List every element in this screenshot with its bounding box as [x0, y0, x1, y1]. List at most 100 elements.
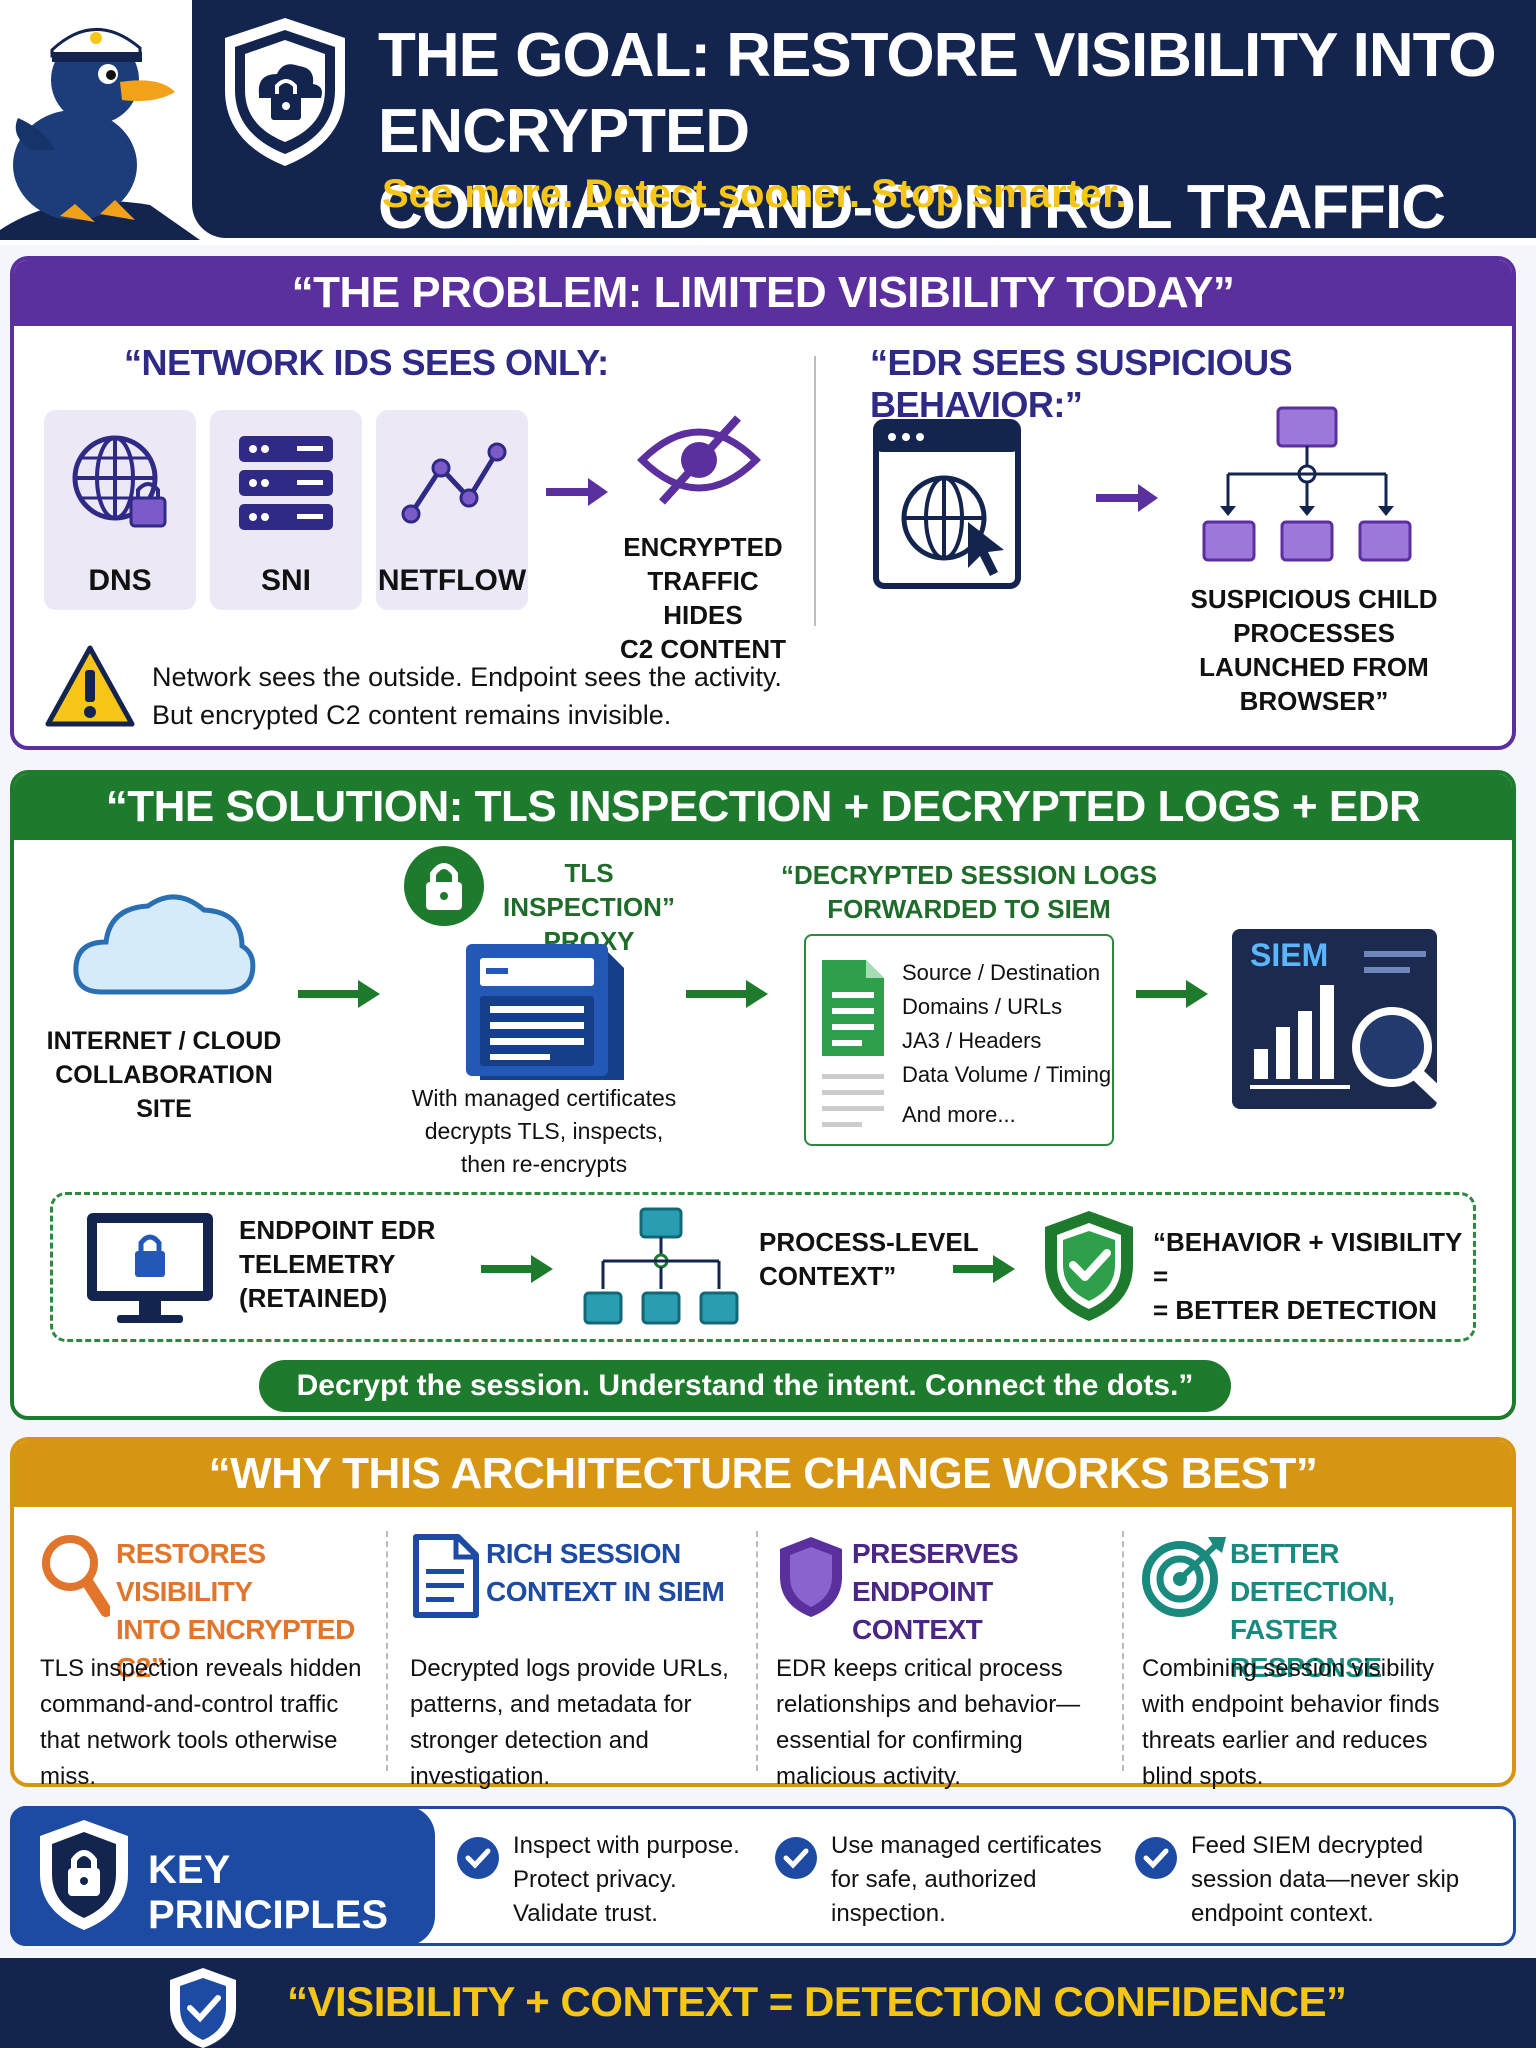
arrow-right-icon: [1136, 980, 1208, 1008]
why-body: Decrypted logs provide URLs, patterns, a…: [410, 1651, 745, 1795]
header: THE GOAL: RESTORE VISIBILITY INTO ENCRYP…: [0, 0, 1536, 245]
tile-label: DNS: [88, 564, 152, 597]
duck-mascot-icon: [0, 28, 200, 240]
body-line: investigation.: [410, 1763, 551, 1790]
body-line: that network tools otherwise: [40, 1727, 338, 1754]
caption-line: ENCRYPTED: [623, 532, 783, 562]
title-line-2: COMMAND-AND-CONTROL TRAFFIC: [378, 173, 1446, 242]
title-line: PRESERVES: [852, 1538, 1019, 1569]
caption-line: PROCESS-LEVEL: [759, 1227, 979, 1257]
globe-lock-icon: [72, 435, 167, 528]
shield-cloud-lock-icon: [225, 18, 345, 166]
title-line-1: THE GOAL: RESTORE VISIBILITY INTO ENCRYP…: [378, 21, 1497, 166]
body-line: Decrypted logs provide URLs,: [410, 1655, 729, 1682]
problem-section: “THE PROBLEM: LIMITED VISIBILITY TODAY” …: [10, 256, 1516, 750]
principle-line: Inspect with purpose.: [513, 1832, 740, 1859]
body-line: blind spots.: [1142, 1763, 1264, 1790]
caption-line: FORWARDED TO SIEM: [827, 894, 1111, 924]
key-principles-tab: KEY PRINCIPLES: [10, 1806, 435, 1946]
caption-line: TELEMETRY: [239, 1249, 396, 1279]
caption-line: TRAFFIC HIDES: [647, 566, 759, 630]
log-field: Data Volume / Timing: [902, 1062, 1112, 1087]
body-line: command-and-control traffic: [40, 1691, 339, 1718]
log-field: Source / Destination: [902, 960, 1101, 985]
page-subtitle: See more. Detect sooner. Stop smarter.: [382, 172, 1127, 216]
process-caption: PROCESS-LEVEL CONTEXT”: [759, 1225, 979, 1293]
description-line: then re-encrypts: [460, 1151, 628, 1177]
proxy-appliance-icon: [466, 944, 624, 1080]
warning-icon: [45, 645, 135, 727]
caption-line: SUSPICIOUS CHILD PROCESSES: [1190, 584, 1438, 648]
body-line: threats earlier and reduces: [1142, 1727, 1428, 1754]
page-title: THE GOAL: RESTORE VISIBILITY INTO ENCRYP…: [378, 18, 1518, 246]
body-line: essential for confirming: [776, 1727, 1023, 1754]
why-col-faster-response: BETTER DETECTION, FASTER RESPONSE Combin…: [1126, 1521, 1476, 1790]
why-title: PRESERVES ENDPOINT CONTEXT: [852, 1535, 1110, 1649]
caption-line: “DECRYPTED SESSION LOGS: [780, 860, 1158, 890]
document-icon: [822, 960, 884, 1127]
caption-line: TLS INSPECTION”: [503, 858, 675, 922]
siem-panel: SIEM: [1232, 929, 1467, 1119]
why-title: RICH SESSION CONTEXT IN SIEM: [486, 1535, 725, 1611]
problem-note: Network sees the outside. Endpoint sees …: [152, 658, 782, 734]
caption-line: CONTEXT”: [759, 1261, 897, 1291]
why-body: EDR keeps critical process relationships…: [776, 1651, 1111, 1795]
browser-globe-cursor-icon: [873, 419, 1021, 589]
body-line: with endpoint behavior finds: [1142, 1691, 1440, 1718]
column-divider: [386, 1531, 388, 1771]
shield-icon: [780, 1537, 842, 1617]
arrow-right-icon: [686, 980, 768, 1008]
caption-line: INTERNET / CLOUD: [46, 1027, 282, 1055]
column-divider: [756, 1531, 758, 1771]
arrow-right-icon: [546, 478, 608, 506]
document-icon: [413, 1534, 479, 1618]
description-line: With managed certificates: [411, 1085, 677, 1111]
arrow-right-icon: [1096, 484, 1158, 512]
arrow-right-icon: [953, 1255, 1015, 1283]
body-line: EDR keeps critical process: [776, 1655, 1063, 1682]
logs-caption: “DECRYPTED SESSION LOGS FORWARDED TO SIE…: [774, 858, 1164, 926]
process-tree-icon: [1202, 406, 1412, 562]
title-line: INTO ENCRYPTED C2”: [116, 1614, 355, 1683]
principle-line: Validate trust.: [513, 1900, 658, 1927]
check-circle-icon: [1135, 1837, 1177, 1879]
why-body: Combining session visibility with endpoi…: [1142, 1651, 1477, 1795]
network-graph-icon: [401, 442, 507, 524]
title-line: CONTEXT IN SIEM: [486, 1576, 725, 1607]
tile-label: SNI: [260, 564, 311, 597]
header-banner: [192, 0, 1536, 238]
principle-line: endpoint context.: [1191, 1900, 1374, 1927]
body-line: malicious activity.: [776, 1763, 961, 1790]
principle-line: Protect privacy.: [513, 1866, 677, 1893]
check-circle-icon: [457, 1837, 499, 1879]
title-line: RESTORES VISIBILITY: [116, 1538, 266, 1607]
title-line: ENDPOINT CONTEXT: [852, 1576, 993, 1645]
body-line: TLS inspection reveals hidden: [40, 1655, 362, 1682]
principle-line: inspection.: [831, 1900, 946, 1927]
monitor-lock-icon: [87, 1213, 213, 1323]
body-line: patterns, and metadata for: [410, 1691, 692, 1718]
target-icon: [1142, 1537, 1226, 1617]
decrypted-logs-box: Source / Destination Domains / URLs JA3 …: [804, 934, 1114, 1146]
edr-heading: “EDR SEES SUSPICIOUS BEHAVIOR:”: [870, 342, 1293, 425]
principle-line: session data—never skip: [1191, 1866, 1460, 1893]
body-line: miss.: [40, 1763, 96, 1790]
principle-text: Feed SIEM decrypted session data—never s…: [1191, 1829, 1471, 1931]
log-fields-list: Source / Destination Domains / URLs JA3 …: [902, 956, 1111, 1132]
eye-slash-icon: [637, 415, 761, 505]
solution-section: “THE SOLUTION: TLS INSPECTION + DECRYPTE…: [10, 770, 1516, 1420]
column-divider: [1122, 1531, 1124, 1771]
encrypted-caption: ENCRYPTED TRAFFIC HIDES C2 CONTENT: [608, 530, 798, 666]
note-line: Network sees the outside. Endpoint sees …: [152, 662, 782, 692]
siem-analytics-icon: [1250, 951, 1467, 1119]
shield-check-icon: [170, 1968, 236, 2048]
body-line: relationships and behavior—: [776, 1691, 1081, 1718]
solution-slogan: Decrypt the session. Understand the inte…: [259, 1360, 1231, 1412]
title-line: FASTER RESPONSE: [1230, 1614, 1382, 1683]
magnifier-icon: [42, 1535, 110, 1617]
why-heading: “WHY THIS ARCHITECTURE CHANGE WORKS BEST…: [14, 1441, 1512, 1507]
caption-line: “BEHAVIOR + VISIBILITY =: [1153, 1227, 1462, 1291]
cloud-icon: [73, 894, 256, 995]
process-tree-icon: [583, 1207, 739, 1325]
log-field: And more...: [902, 1102, 1016, 1127]
